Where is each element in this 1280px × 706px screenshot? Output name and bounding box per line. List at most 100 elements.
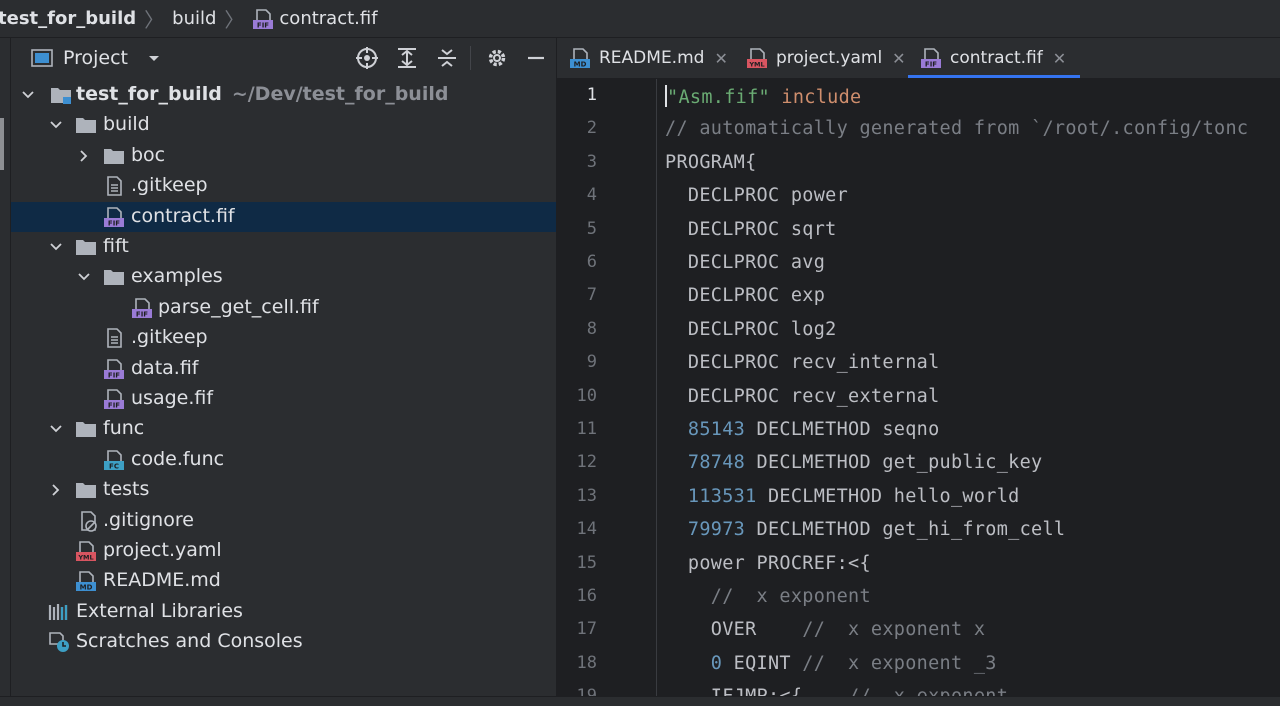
line-number: 18 xyxy=(576,652,597,673)
breadcrumb-item-build[interactable]: build xyxy=(172,8,217,29)
line-number: 4 xyxy=(586,185,597,206)
tab-label: project.yaml xyxy=(776,48,883,68)
tree-row-data-fif[interactable]: FIF data.fif xyxy=(11,354,556,384)
code-line[interactable]: OVER // x exponent x xyxy=(665,619,986,641)
tree-row-func[interactable]: func xyxy=(11,414,556,444)
code-line[interactable]: DECLPROC recv_external xyxy=(665,385,940,407)
tree-row-label: README.md xyxy=(103,569,221,592)
tree-row-project-yaml[interactable]: YML project.yaml xyxy=(11,536,556,566)
tree-row-tests[interactable]: tests xyxy=(11,475,556,505)
tree-row-examples[interactable]: examples xyxy=(11,262,556,292)
line-number: 3 xyxy=(586,151,597,172)
tree-row-fift[interactable]: fift xyxy=(11,232,556,262)
tree-row-scratches[interactable]: Scratches and Consoles xyxy=(11,627,556,657)
code-line[interactable]: 0 EQINT // x exponent _3 xyxy=(710,652,997,674)
tree-row-label: usage.fif xyxy=(131,387,214,409)
chevron-down-icon[interactable] xyxy=(77,270,91,284)
tree-row-label: parse_get_cell.fif xyxy=(158,295,319,318)
collapse-all-icon[interactable] xyxy=(435,46,459,70)
code-line[interactable]: "Asm.fif" include xyxy=(665,85,862,108)
code-line[interactable]: // automatically generated from `/root/.… xyxy=(665,118,1249,140)
chevron-down-icon[interactable] xyxy=(49,422,63,436)
chevron-right-icon[interactable] xyxy=(49,483,63,497)
tree-row-gitkeep[interactable]: .gitkeep xyxy=(11,171,556,201)
chevron-right-icon[interactable] xyxy=(77,149,91,163)
close-icon[interactable]: ✕ xyxy=(714,48,728,68)
tree-row-readme[interactable]: MD README.md xyxy=(11,566,556,596)
tree-row-label: build xyxy=(103,113,150,136)
tab-contract-fif[interactable]: FIF contract.fif ✕ xyxy=(908,38,1081,78)
folder-icon xyxy=(76,422,96,438)
code-line[interactable]: DECLPROC power xyxy=(665,185,849,207)
code-editor[interactable]: 12345678910111213141516171819 "Asm.fif" … xyxy=(557,79,1280,696)
close-icon[interactable]: ✕ xyxy=(892,48,906,68)
hide-panel-icon[interactable] xyxy=(524,46,548,70)
tab-label: README.md xyxy=(599,48,705,68)
chevron-down-icon[interactable] xyxy=(49,118,63,132)
tab-project-yaml[interactable]: YML project.yaml ✕ xyxy=(746,38,906,78)
tab-readme[interactable]: MD README.md ✕ xyxy=(569,38,728,78)
chevron-down-icon[interactable] xyxy=(21,88,35,102)
header-divider xyxy=(470,46,471,70)
code-line[interactable]: PROGRAM{ xyxy=(665,151,757,173)
tree-row-label: test_for_build~/Dev/test_for_build xyxy=(76,83,449,105)
tree-row-label: code.func xyxy=(131,447,225,470)
chevron-down-icon[interactable] xyxy=(146,50,162,66)
code-line[interactable]: // x exponent xyxy=(710,586,871,607)
tree-row-contract-fif[interactable]: FIF contract.fif xyxy=(11,201,556,232)
breadcrumb-item-file[interactable]: FIF contract.fif xyxy=(252,8,378,30)
code-line[interactable]: 79973 DECLMETHOD get_hi_from_cell xyxy=(687,519,1066,541)
bottom-tool-strip xyxy=(0,696,1280,706)
line-number: 15 xyxy=(576,552,597,573)
code-line[interactable]: IFJMP:<{ // x exponent xyxy=(665,686,1008,696)
code-line[interactable]: 78748 DECLMETHOD get_public_key xyxy=(687,452,1043,474)
fif-file-icon: FIF xyxy=(253,8,274,29)
yml-file-icon: YML xyxy=(76,541,96,562)
line-number: 12 xyxy=(576,452,597,473)
fif-file-icon: FIF xyxy=(104,358,124,379)
code-line[interactable]: power PROCREF:<{ xyxy=(665,552,871,574)
line-number: 2 xyxy=(586,118,597,139)
code-line[interactable]: DECLPROC recv_internal xyxy=(665,352,940,374)
tree-row-parse-get-cell[interactable]: FIF parse_get_cell.fif xyxy=(11,293,556,323)
tab-label: contract.fif xyxy=(950,48,1043,68)
code-line[interactable]: 85143 DECLMETHOD seqno xyxy=(687,419,940,440)
line-number: 8 xyxy=(586,318,597,339)
gear-icon[interactable] xyxy=(485,46,509,70)
line-number: 16 xyxy=(576,586,597,606)
tree-row-gitkeep[interactable]: .gitkeep xyxy=(11,323,556,353)
tree-row-external-libraries[interactable]: External Libraries xyxy=(11,597,556,627)
line-number-gutter: 12345678910111213141516171819 xyxy=(557,79,657,696)
tree-row-code-func[interactable]: FC code.func xyxy=(11,445,556,475)
line-number: 19 xyxy=(557,686,597,696)
tree-row-gitignore[interactable]: .gitignore xyxy=(11,506,556,536)
left-tool-strip[interactable] xyxy=(0,38,11,705)
svg-text:MD: MD xyxy=(574,61,587,69)
project-tool-window-marker[interactable] xyxy=(0,118,4,170)
project-panel-title[interactable]: Project xyxy=(63,47,129,69)
expand-all-icon[interactable] xyxy=(395,46,419,70)
project-window-icon xyxy=(31,49,53,67)
tree-row-build[interactable]: build xyxy=(11,110,556,140)
tree-row-label: examples xyxy=(131,265,223,288)
breadcrumb-file-label: contract.fif xyxy=(279,8,378,29)
module-folder-icon xyxy=(51,88,71,104)
svg-text:MD: MD xyxy=(80,584,93,592)
line-number: 7 xyxy=(586,285,597,306)
tree-row-test-for-build[interactable]: test_for_build~/Dev/test_for_build xyxy=(11,80,556,110)
tree-row-usage-fif[interactable]: FIF usage.fif xyxy=(11,384,556,414)
chevron-down-icon[interactable] xyxy=(49,240,63,254)
code-line[interactable]: 113531 DECLMETHOD hello_world xyxy=(687,485,1020,507)
code-line[interactable]: DECLPROC exp xyxy=(665,285,826,307)
line-number: 10 xyxy=(576,385,597,406)
code-line[interactable]: DECLPROC log2 xyxy=(665,318,837,340)
folder-icon xyxy=(76,118,96,134)
code-line[interactable]: DECLPROC sqrt xyxy=(665,218,837,240)
code-line[interactable]: DECLPROC avg xyxy=(665,252,826,273)
breadcrumb: test_for_build 〉 build 〉 FIF contract.fi… xyxy=(0,0,1280,38)
locate-file-icon[interactable] xyxy=(355,46,379,70)
close-icon[interactable]: ✕ xyxy=(1052,48,1067,68)
breadcrumb-item-project[interactable]: test_for_build xyxy=(0,8,137,29)
tree-row-boc[interactable]: boc xyxy=(11,141,556,171)
tree-row-label: contract.fif xyxy=(131,204,235,227)
